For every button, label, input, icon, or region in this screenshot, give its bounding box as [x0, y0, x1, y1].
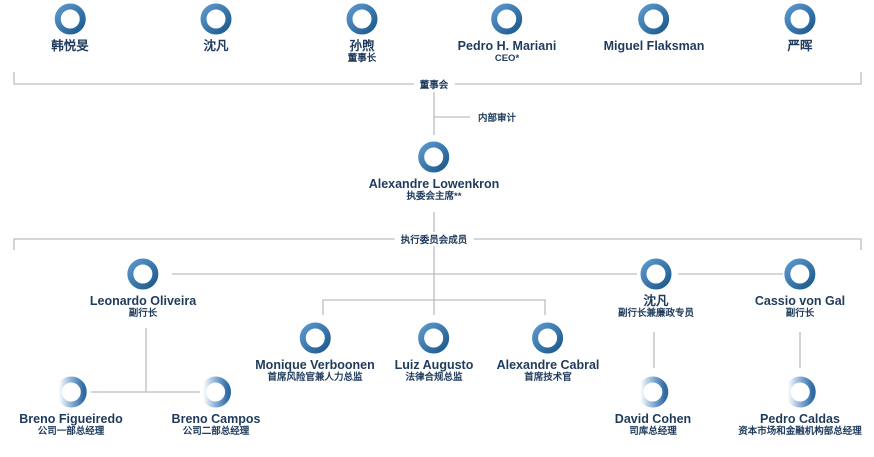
member-name: 韩悦旻: [51, 39, 89, 53]
avatar-ring-faded-icon: [55, 376, 87, 408]
member-name: Miguel Flaksman: [603, 39, 705, 53]
director-2: Breno Campos 公司二部总经理: [171, 376, 261, 437]
director-4: Pedro Caldas 资本市场和金融机构部总经理: [738, 376, 862, 437]
avatar-ring-icon: [784, 3, 816, 35]
member-title: 法律合规总监: [405, 372, 463, 383]
member-name: David Cohen: [614, 412, 692, 426]
director-1: Breno Figueiredo 公司一部总经理: [19, 376, 123, 437]
member-name: 孙煦: [349, 39, 375, 53]
member-name: Breno Figueiredo: [19, 412, 123, 426]
member-title: 首席风险官兼人力总监: [267, 372, 363, 383]
member-name: Pedro H. Mariani: [457, 39, 557, 53]
member-title: CEO*: [494, 53, 520, 64]
board-member-5: Miguel Flaksman: [603, 3, 705, 53]
avatar-ring-icon: [418, 141, 450, 173]
avatar-ring-icon: [54, 3, 86, 35]
member-name: Alexandre Cabral: [496, 358, 600, 372]
member-name: Monique Verboonen: [255, 358, 375, 372]
avatar-ring-icon: [640, 258, 672, 290]
member-name: Leonardo Oliveira: [89, 294, 197, 308]
member-title: 副行长: [785, 308, 815, 319]
member-name: Breno Campos: [171, 412, 261, 426]
avatar-ring-icon: [418, 322, 450, 354]
member-title: 副行长: [128, 308, 158, 319]
avatar-ring-icon: [491, 3, 523, 35]
board-member-4: Pedro H. Mariani CEO*: [457, 3, 557, 64]
avatar-ring-icon: [532, 322, 564, 354]
avatar-ring-faded-icon: [784, 376, 816, 408]
member-name: Alexandre Lowenkron: [368, 177, 500, 191]
avatar-ring-faded-icon: [200, 376, 232, 408]
member-name: Luiz Augusto: [394, 358, 474, 372]
avatar-ring-icon: [784, 258, 816, 290]
head-member-1: Monique Verboonen 首席风险官兼人力总监: [255, 322, 375, 383]
avatar-ring-icon: [346, 3, 378, 35]
head-member-3: Alexandre Cabral 首席技术官: [496, 322, 600, 383]
member-name: 严晖: [787, 39, 813, 53]
member-title: 资本市场和金融机构部总经理: [738, 426, 862, 437]
avatar-ring-faded-icon: [637, 376, 669, 408]
board-member-6: 严晖: [784, 3, 816, 53]
member-name: 沈凡: [643, 294, 669, 308]
avatar-ring-icon: [638, 3, 670, 35]
member-title: 公司一部总经理: [37, 426, 105, 437]
internal-audit-label: 内部审计: [478, 113, 517, 124]
exec-member-2: 沈凡 副行长兼廉政专员: [618, 258, 694, 319]
exec-member-1: Leonardo Oliveira 副行长: [90, 258, 196, 319]
director-3: David Cohen 司库总经理: [615, 376, 691, 437]
avatar-ring-icon: [299, 322, 331, 354]
exec-member-3: Cassio von Gal 副行长: [755, 258, 845, 319]
member-title: 执委会主席**: [406, 191, 462, 202]
board-member-1: 韩悦旻: [51, 3, 89, 53]
member-name: Pedro Caldas: [760, 412, 840, 426]
member-title: 副行长兼廉政专员: [617, 308, 695, 319]
head-member-2: Luiz Augusto 法律合规总监: [394, 322, 474, 383]
member-title: 公司二部总经理: [182, 426, 250, 437]
executive-chair: Alexandre Lowenkron 执委会主席**: [368, 141, 500, 202]
board-label: 董事会: [413, 77, 455, 91]
avatar-ring-icon: [127, 258, 159, 290]
member-title: 司库总经理: [629, 426, 677, 437]
board-member-2: 沈凡: [200, 3, 232, 53]
member-title: 董事长: [347, 53, 377, 64]
board-member-3: 孙煦 董事长: [346, 3, 378, 64]
member-name: 沈凡: [203, 39, 229, 53]
executive-committee-label: 执行委员会成员: [394, 232, 474, 246]
member-title: 首席技术官: [524, 372, 572, 383]
avatar-ring-icon: [200, 3, 232, 35]
member-name: Cassio von Gal: [754, 294, 846, 308]
